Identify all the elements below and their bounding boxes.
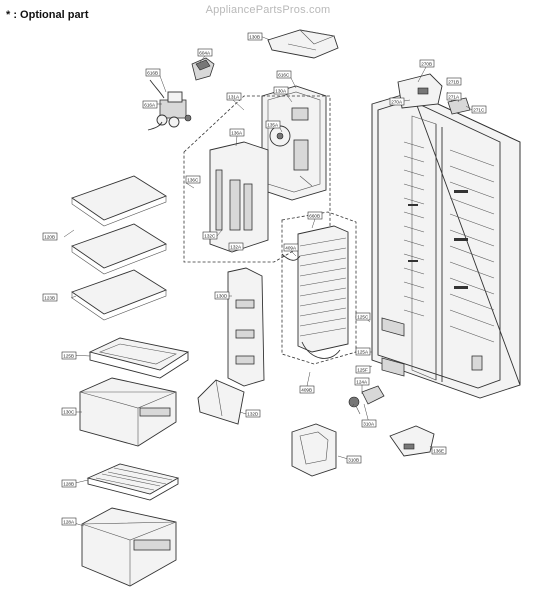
callout-136e: 136E: [431, 446, 447, 455]
callout-123b-label: 123B: [44, 295, 55, 300]
crisper-drawer-lower: [81, 507, 177, 587]
ice-maker-part: [191, 57, 215, 81]
callout-271a: 271A: [446, 92, 462, 101]
callout-660b: 660B: [307, 211, 323, 220]
callout-132d-label: 132D: [247, 411, 259, 416]
callout-125a: 125A: [355, 347, 371, 356]
callout-270a: 270A: [389, 97, 405, 106]
callout-616c-label: 616C: [278, 72, 290, 77]
callout-616c: 616C: [276, 70, 292, 79]
callout-310b-label: 310B: [348, 457, 359, 462]
callout-135a-label: 135A: [267, 122, 279, 127]
callout-132a-label: 132A: [230, 244, 242, 249]
drain-parts: [348, 385, 385, 415]
watermark: AppliancePartsPros.com: [205, 4, 331, 16]
callout-616b-label: 616B: [147, 70, 158, 75]
glass-shelf-1: [71, 175, 168, 227]
callout-310a: 310A: [361, 419, 377, 428]
callout-132d: 132D: [245, 409, 261, 418]
callout-130b: 130B: [247, 32, 263, 41]
callout-604a-label: 604A: [199, 50, 211, 55]
callout-270b-label: 270B: [421, 61, 432, 66]
callout-125f: 125F: [355, 365, 371, 374]
callout-660b-label: 660B: [309, 213, 320, 218]
callout-270b: 270B: [419, 59, 435, 68]
callout-409b: 409B: [299, 385, 315, 394]
callout-125c: 125C: [355, 312, 371, 321]
callout-123b: 123B: [42, 293, 58, 302]
air-duct: [227, 267, 265, 387]
callout-271c: 271C: [471, 105, 487, 114]
hinge-bracket: [389, 425, 435, 457]
callout-125b: 125B: [61, 351, 77, 360]
drawer-rack: [86, 463, 180, 501]
callout-136a-label: 136A: [231, 130, 243, 135]
callout-120b: 120B: [42, 232, 58, 241]
callout-616b: 616B: [145, 68, 161, 77]
glass-shelf-2: [71, 223, 168, 275]
callout-120b-label: 120B: [44, 234, 55, 239]
callout-124a: 124A: [354, 377, 370, 386]
callout-130d-label: 130D: [216, 293, 228, 298]
callout-130d: 130D: [214, 291, 230, 300]
callout-271b-label: 271B: [448, 79, 459, 84]
evaporator: [281, 225, 349, 359]
callout-131a: 131A: [226, 92, 242, 101]
callout-409b-label: 409B: [301, 387, 312, 392]
callout-128a: 128A: [61, 517, 77, 526]
callout-310b: 310B: [346, 455, 362, 464]
top-duct-cover: [267, 29, 339, 59]
callout-409a: 409A: [283, 243, 299, 252]
callout-310a-label: 310A: [363, 421, 375, 426]
callout-616a: 616A: [142, 100, 158, 109]
crisper-cover: [88, 337, 190, 379]
callout-135a: 135A: [265, 120, 281, 129]
callout-136a: 136A: [229, 128, 245, 137]
ice-maker-assembly: [261, 85, 327, 201]
callout-128b: 128B: [61, 479, 77, 488]
callout-128b-label: 128B: [63, 481, 74, 486]
small-drawer: [197, 379, 245, 425]
control-bracket: [397, 73, 471, 115]
callout-132c: 132C: [202, 231, 218, 240]
callout-271b: 271B: [446, 77, 462, 86]
callout-125a-label: 125A: [357, 349, 369, 354]
water-valve: [147, 79, 192, 131]
callout-132c-label: 132C: [204, 233, 216, 238]
callout-136c-label: 136C: [187, 177, 199, 182]
callout-409a-label: 409A: [285, 245, 297, 250]
callout-131a-label: 131A: [228, 94, 240, 99]
callout-130c: 130C: [61, 407, 77, 416]
callout-130a: 130A: [273, 86, 289, 95]
optional-part-note: * : Optional part: [6, 9, 89, 21]
assembly-boundary: [183, 95, 331, 263]
callout-125c-label: 125C: [357, 314, 369, 319]
callout-124a-label: 124A: [356, 379, 368, 384]
callout-128a-label: 128A: [63, 519, 75, 524]
callout-616a-label: 616A: [144, 102, 156, 107]
callout-604a: 604A: [197, 48, 213, 57]
callout-125b-label: 125B: [63, 353, 74, 358]
callout-136e-label: 136E: [433, 448, 444, 453]
callout-136c: 136C: [185, 175, 201, 184]
callout-271c-label: 271C: [473, 107, 485, 112]
callout-125f-label: 125F: [357, 367, 368, 372]
callout-130a-label: 130A: [275, 88, 287, 93]
callout-130b-label: 130B: [249, 34, 260, 39]
callout-130c-label: 130C: [63, 409, 75, 414]
duct-bracket: [291, 423, 337, 477]
callout-270a-label: 270A: [391, 99, 403, 104]
crisper-drawer-upper: [79, 377, 177, 447]
callout-132a: 132A: [228, 242, 244, 251]
refrigerator-cabinet: [371, 91, 521, 399]
glass-shelf-3: [71, 269, 168, 321]
back-panel: [209, 141, 269, 253]
callout-271a-label: 271A: [448, 94, 460, 99]
